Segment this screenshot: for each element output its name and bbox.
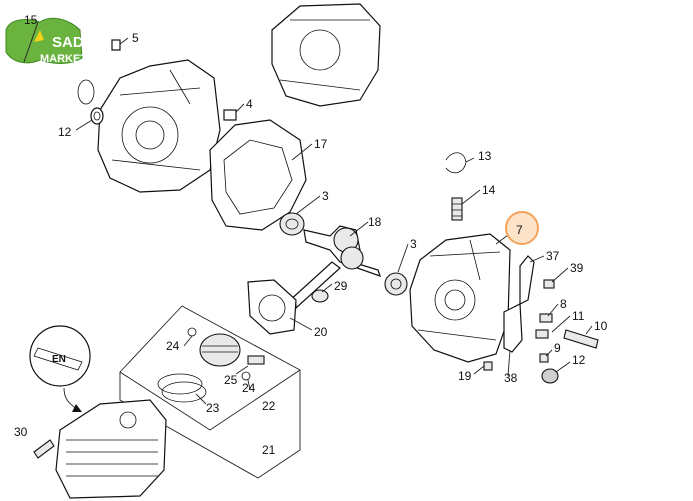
callout-9: 9 bbox=[554, 341, 561, 355]
callout-12: 12 bbox=[572, 353, 586, 367]
part-37-bracket bbox=[519, 255, 535, 305]
part-4-sleeve bbox=[223, 109, 237, 121]
part-29-needle-cage bbox=[311, 289, 329, 303]
callout-25: 25 bbox=[224, 373, 238, 387]
part-19-screw bbox=[483, 361, 493, 371]
callout-38: 38 bbox=[504, 371, 518, 385]
part-7-crankcase bbox=[409, 233, 511, 363]
o-ring bbox=[77, 79, 95, 105]
part-piston bbox=[199, 333, 241, 367]
callout-15: 15 bbox=[24, 13, 38, 27]
logo-text-sad: SAD bbox=[52, 34, 84, 51]
callout-37: 37 bbox=[546, 249, 560, 263]
part-8-screw bbox=[539, 313, 553, 323]
callout-11: 11 bbox=[572, 309, 585, 323]
part-38-bracket bbox=[503, 303, 523, 353]
piston-kit-box bbox=[119, 305, 301, 479]
crankcase-half-top bbox=[271, 3, 381, 107]
part-18-crankshaft bbox=[303, 225, 381, 277]
part-23-ring-1 bbox=[157, 373, 203, 395]
callout-7: 7 bbox=[516, 223, 523, 237]
callout-21: 21 bbox=[262, 443, 276, 457]
part-17-gasket bbox=[209, 119, 307, 231]
callout-labels: 15 5 12 4 17 13 14 3 18 3 7 37 39 8 11 1… bbox=[14, 13, 608, 457]
callout-3: 3 bbox=[322, 189, 329, 203]
cylinder bbox=[55, 399, 167, 499]
callout-20: 20 bbox=[314, 325, 328, 339]
callout-12: 12 bbox=[58, 125, 72, 139]
callout-18: 18 bbox=[368, 215, 382, 229]
part-20-cylinder-gasket bbox=[247, 279, 297, 335]
part-24-circlip-2 bbox=[241, 371, 251, 381]
callout-23: 23 bbox=[206, 401, 220, 415]
callout-10: 10 bbox=[594, 319, 608, 333]
part-11-screw bbox=[535, 329, 549, 339]
part-5-screw bbox=[111, 39, 121, 51]
callout-30: 30 bbox=[14, 425, 28, 439]
callout-19: 19 bbox=[458, 369, 472, 383]
callout-3: 3 bbox=[410, 237, 417, 251]
part-24-circlip-1 bbox=[187, 327, 197, 337]
part-13-clip bbox=[445, 152, 467, 174]
arrow-head-icon bbox=[72, 404, 82, 412]
part-3-bearing-lower bbox=[384, 272, 408, 296]
highlight-circle-7 bbox=[505, 211, 539, 245]
logo-text-market: MARKET bbox=[40, 53, 87, 65]
callout-4: 4 bbox=[246, 97, 253, 111]
badge-circle: ЕN bbox=[29, 325, 91, 387]
part-39-screw bbox=[543, 279, 555, 289]
part-12-oil-seal bbox=[90, 107, 104, 125]
callout-22: 22 bbox=[262, 399, 276, 413]
leader-lines bbox=[23, 21, 593, 405]
part-10-bolt bbox=[563, 329, 599, 349]
part-14-fitting bbox=[451, 197, 463, 221]
part-12-washer bbox=[541, 368, 559, 384]
part-25-pin bbox=[247, 355, 265, 365]
callout-14: 14 bbox=[482, 183, 496, 197]
callout-29: 29 bbox=[334, 279, 348, 293]
callout-5: 5 bbox=[132, 31, 139, 45]
callout-24: 24 bbox=[242, 381, 256, 395]
crankcase-half-left bbox=[97, 59, 221, 193]
callout-24: 24 bbox=[166, 339, 180, 353]
callout-39: 39 bbox=[570, 261, 584, 275]
badge-text: ЕN bbox=[52, 354, 66, 365]
callout-8: 8 bbox=[560, 297, 567, 311]
part-23-ring-2 bbox=[161, 381, 207, 403]
callout-13: 13 bbox=[478, 149, 492, 163]
part-9-screw bbox=[539, 353, 549, 363]
callout-17: 17 bbox=[314, 137, 328, 151]
part-30-screw bbox=[33, 439, 55, 459]
logo: SAD MARKET bbox=[5, 17, 87, 65]
part-3-bearing-upper bbox=[279, 212, 305, 236]
